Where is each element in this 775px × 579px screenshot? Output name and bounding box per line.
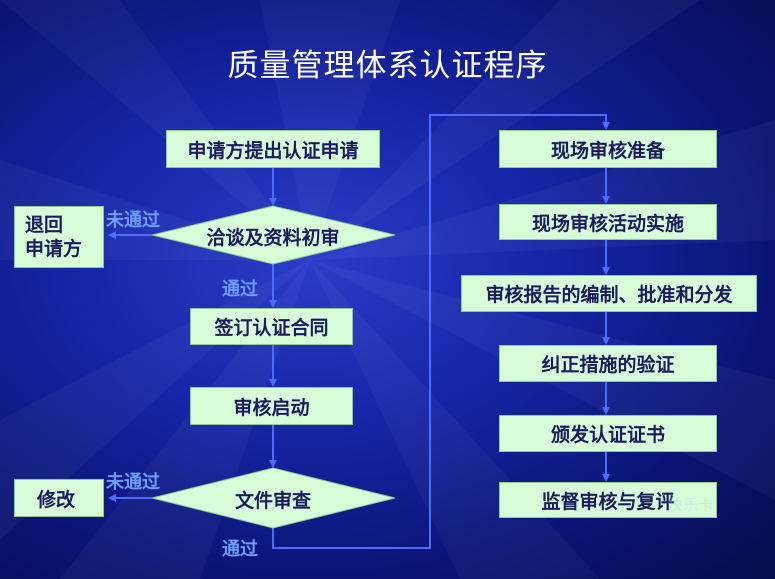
passed-label-1: 通过 xyxy=(222,279,258,300)
decision-document-review xyxy=(151,467,396,529)
corrective-box: 纠正措施的验证 xyxy=(499,345,717,382)
decision-initial-review xyxy=(151,205,396,265)
start-audit-box: 审核启动 xyxy=(190,387,353,425)
onsite-exec-box: 现场审核活动实施 xyxy=(499,204,717,240)
apply-box: 申请方提出认证申请 xyxy=(166,130,380,168)
document-review-label: 文件审查 xyxy=(234,490,311,512)
onsite-prep-box: 现场审核准备 xyxy=(499,130,717,168)
watermark: 快乐卡 xyxy=(668,496,714,514)
not-passed-label-1: 未通过 xyxy=(106,210,160,231)
contract-box: 签订认证合同 xyxy=(190,308,353,345)
report-box: 审核报告的编制、批准和分发 xyxy=(461,275,757,312)
modify-box: 修改 xyxy=(14,479,104,517)
return-applicant-box: 退回 申请方 xyxy=(14,206,104,268)
not-passed-label-2: 未通过 xyxy=(106,472,160,493)
return-line-1: 退回 xyxy=(25,214,64,236)
connector-document-onsite xyxy=(272,114,610,549)
passed-label-2: 通过 xyxy=(222,539,258,560)
page-title: 质量管理体系认证程序 xyxy=(227,48,548,84)
certificate-box: 颁发认证证书 xyxy=(499,415,717,452)
initial-review-label: 洽谈及资料初审 xyxy=(206,227,340,249)
return-line-2: 申请方 xyxy=(25,238,83,260)
surveillance-box: 监督审核与复评 xyxy=(499,482,717,518)
